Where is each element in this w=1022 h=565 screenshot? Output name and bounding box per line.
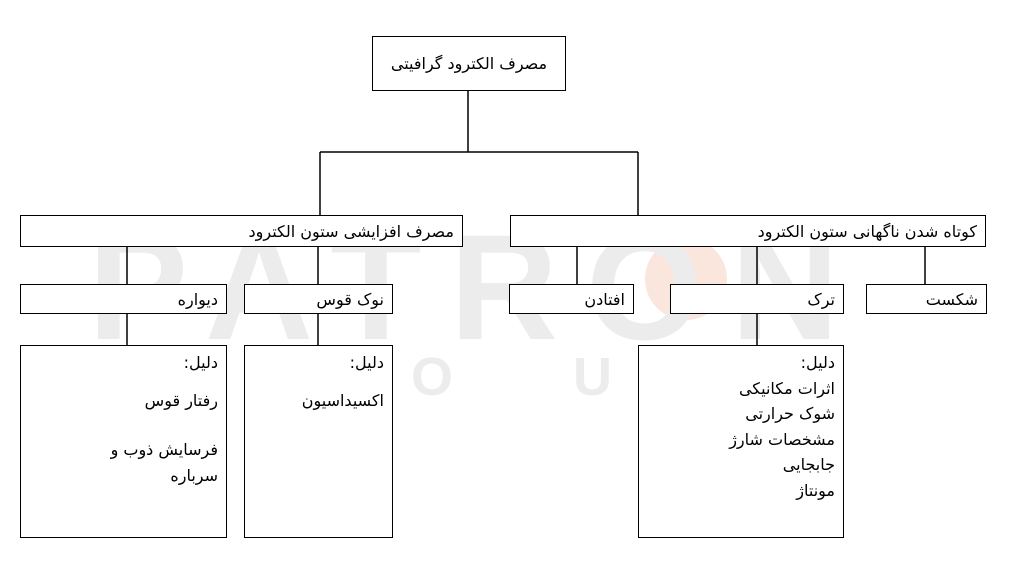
arc-tip-reason-item: اکسیداسیون: [301, 390, 384, 410]
fall-node: افتادن: [509, 284, 634, 314]
wall-reason-title: دلیل:: [183, 353, 218, 372]
fall-label: افتادن: [584, 289, 625, 309]
wall-reason-item: سرباره: [170, 465, 218, 485]
sudden-shortening-node: کوتاه شدن ناگهانی ستون الکترود: [510, 215, 986, 247]
crack-reason-item: اثرات مکانیکی: [738, 378, 835, 398]
crack-reason-title: دلیل:: [800, 353, 835, 372]
wall-label: دیواره: [177, 289, 218, 309]
arc-tip-label: نوک قوس: [316, 289, 384, 309]
crack-label: ترک: [807, 289, 835, 309]
break-label: شکست: [925, 289, 978, 309]
crack-reason-item: شوک حرارتی: [745, 404, 835, 424]
arc-tip-reasons-box: دلیل: اکسیداسیون: [244, 345, 393, 538]
root-node: مصرف الکترود گرافیتی: [372, 36, 566, 91]
crack-reasons-box: دلیل: اثرات مکانیکی شوک حرارتی مشخصات شا…: [638, 345, 844, 538]
break-node: شکست: [866, 284, 987, 314]
increased-consumption-node: مصرف افزایشی ستون الکترود: [20, 215, 463, 247]
root-label: مصرف الکترود گرافیتی: [390, 54, 548, 73]
crack-reason-item: جابجایی: [782, 455, 835, 475]
crack-reason-item: مشخصات شارژ: [729, 429, 835, 449]
crack-reason-item: مونتاژ: [796, 480, 835, 500]
wall-node: دیواره: [20, 284, 227, 314]
wall-reason-spacer: [29, 413, 218, 437]
wall-reason-item: فرسایش ذوب و: [110, 440, 218, 460]
crack-node: ترک: [670, 284, 844, 314]
wall-reasons-box: دلیل: رفتار قوس فرسایش ذوب و سرباره: [20, 345, 227, 538]
arc-tip-reason-title: دلیل:: [349, 353, 384, 372]
wall-reason-item: رفتار قوس: [144, 390, 218, 410]
sudden-shortening-label: کوتاه شدن ناگهانی ستون الکترود: [757, 221, 977, 241]
increased-consumption-label: مصرف افزایشی ستون الکترود: [248, 221, 454, 241]
arc-tip-node: نوک قوس: [244, 284, 393, 314]
